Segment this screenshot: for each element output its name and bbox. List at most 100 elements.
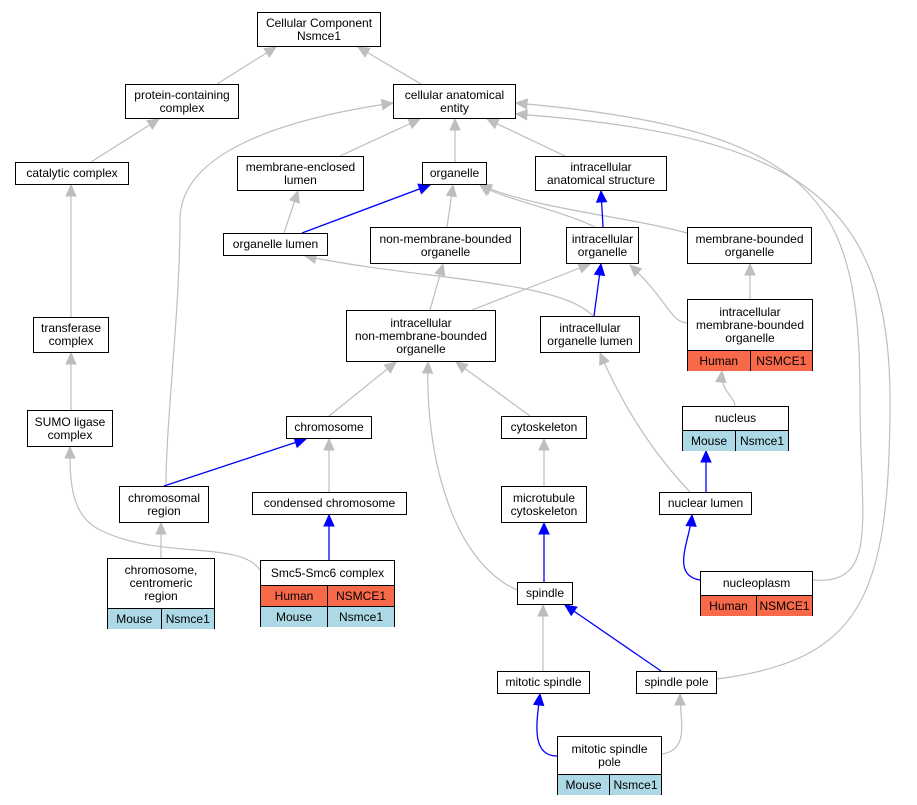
node-condensed-chromosome[interactable]: condensed chromosome: [252, 492, 407, 515]
arrowhead-intracellular_anatomical_structure-to-cellular_anatomical_entity: [485, 118, 500, 130]
edge-catalytic_complex-to-protein_containing_complex: [90, 118, 160, 163]
edge-nuclear_lumen-to-intracellular_organelle_lumen: [599, 352, 691, 493]
gene-cell: NSMCE1: [756, 596, 812, 616]
node-label: non-membrane-bounded organelle: [379, 231, 512, 259]
node-catalytic-complex[interactable]: catalytic complex: [15, 162, 129, 185]
arrowhead-mitotic_spindle_pole-to-mitotic_spindle: [532, 692, 545, 707]
arrowhead-nuclear_lumen-to-intracellular_organelle_lumen: [599, 351, 610, 366]
node-label: spindle: [525, 586, 565, 600]
edge-protein_containing_complex-to-cellular_component: [216, 46, 277, 85]
node-intracellular-anatomical-structure[interactable]: intracellular anatomical structure: [535, 156, 667, 191]
species-row-mouse: Mouse Nsmce1: [683, 430, 788, 451]
edge-smc5_smc6_complex-to-sumo_ligase_complex: [69, 446, 261, 571]
node-cellular-anatomical-entity[interactable]: cellular anatomical entity: [393, 84, 516, 119]
arrowhead-nuclear_lumen-to-nucleus: [700, 449, 712, 463]
edge-membrane_bounded_organelle-to-organelle: [479, 184, 688, 234]
species-cell: Mouse: [116, 612, 153, 626]
gene-cell: NSMCE1: [327, 586, 394, 606]
node-organelle-lumen[interactable]: organelle lumen: [223, 233, 328, 256]
node-spindle-pole[interactable]: spindle pole: [636, 671, 717, 694]
node-membrane-enclosed-lumen[interactable]: membrane-enclosed lumen: [237, 156, 364, 191]
arrowhead-nucleoplasm-to-cellular_anatomical_entity: [514, 98, 528, 110]
arrowhead-intracellular_mb_organelle-to-membrane_bounded_organelle: [744, 262, 756, 276]
edge-chromosome-to-intracellular_nmb_organelle: [328, 361, 397, 417]
arrowhead-nucleus-to-intracellular_mb_organelle: [715, 369, 727, 383]
node-label: chromosome, centromeric region: [124, 563, 198, 603]
node-label: Smc5-Smc6 complex: [270, 565, 385, 580]
edge-organelle_lumen-to-organelle: [301, 184, 431, 234]
node-label: mitotic spindle pole: [571, 741, 648, 769]
node-chromosome[interactable]: chromosome: [286, 416, 372, 439]
node-label: spindle pole: [644, 675, 709, 689]
node-label: intracellular anatomical structure: [546, 159, 656, 187]
node-label: intracellular non-membrane-bounded organ…: [354, 315, 488, 356]
edge-nucleoplasm-to-cellular_anatomical_entity: [515, 102, 864, 581]
node-nuclear-lumen[interactable]: nuclear lumen: [659, 492, 752, 515]
arrowhead-intracellular_organelle_lumen-to-intracellular_organelle: [593, 262, 606, 277]
species-row-mouse: Mouse Nsmce1: [558, 774, 661, 795]
arrowhead-smc5_smc6_complex-to-sumo_ligase_complex: [64, 445, 76, 459]
node-protein-containing-complex[interactable]: protein-containing complex: [125, 84, 239, 119]
node-sumo-ligase-complex[interactable]: SUMO ligase complex: [27, 410, 113, 447]
arrowhead-intracellular_organelle-to-intracellular_anatomical_structure: [595, 189, 608, 203]
edge-spindle_pole-to-spindle: [564, 604, 662, 672]
node-label: organelle: [429, 166, 480, 180]
edge-intracellular_nmb_organelle-to-intracellular_organelle: [471, 263, 591, 311]
arrowhead-protein_containing_complex-to-cellular_component: [263, 46, 278, 59]
arrowhead-spindle_pole-to-spindle: [564, 604, 578, 617]
arrowhead-spindle_pole-to-cellular_anatomical_entity: [514, 109, 528, 121]
arrowhead-cytoskeleton-to-intracellular_nmb_organelle: [455, 361, 469, 374]
arrowhead-organelle-to-cellular_anatomical_entity: [449, 117, 461, 131]
node-intracellular-nmb-organelle[interactable]: intracellular non-membrane-bounded organ…: [346, 310, 496, 362]
node-cellular-component[interactable]: Cellular Component Nsmce1: [257, 12, 381, 47]
arrowhead-catalytic_complex-to-protein_containing_complex: [146, 118, 161, 131]
node-spindle[interactable]: spindle: [517, 582, 573, 605]
arrowhead-intracellular_nmb_organelle-to-non_membrane_bounded_organelle: [434, 262, 446, 277]
species-cell: Mouse: [690, 434, 728, 448]
node-cytoskeleton[interactable]: cytoskeleton: [501, 416, 587, 439]
node-mitotic-spindle[interactable]: mitotic spindle: [497, 671, 590, 694]
species-cell: Mouse: [565, 778, 602, 792]
edge-spindle_pole-to-cellular_anatomical_entity: [515, 113, 891, 680]
node-label: Cellular Component Nsmce1: [265, 15, 373, 43]
node-transferase-complex[interactable]: transferase complex: [33, 317, 109, 353]
node-label: catalytic complex: [26, 166, 118, 180]
node-label: transferase complex: [40, 321, 102, 348]
node-label: intracellular organelle lumen: [547, 320, 633, 348]
species-row-mouse: Mouse Nsmce1: [108, 608, 214, 629]
edge-intracellular_mb_organelle-to-intracellular_organelle: [629, 264, 688, 324]
gene-cell: Nsmce1: [735, 431, 788, 451]
arrowhead-organelle_lumen-to-membrane_enclosed_lumen: [288, 189, 300, 204]
arrowhead-spindle-to-intracellular_nmb_organelle: [421, 360, 434, 374]
node-intracellular-organelle[interactable]: intracellular organelle: [566, 227, 639, 264]
node-label: nucleoplasm: [722, 576, 791, 590]
species-cell: Human: [709, 599, 748, 613]
node-label: condensed chromosome: [263, 496, 396, 510]
gene-cell: Nsmce1: [609, 775, 661, 795]
arrowhead-catalytic_complex_from_transferase-to-catalytic_complex: [65, 183, 77, 197]
node-chromosomal-region[interactable]: chromosomal region: [119, 486, 209, 523]
node-microtubule-cytoskeleton[interactable]: microtubule cytoskeleton: [501, 486, 587, 523]
arrowhead-intracellular_nmb_organelle-to-intracellular_organelle: [577, 262, 592, 274]
edge-intracellular_organelle_lumen-to-organelle_lumen: [304, 255, 594, 317]
node-label: intracellular organelle: [571, 231, 634, 259]
arrowhead-non_membrane_bounded_organelle-to-organelle: [445, 183, 458, 198]
node-intracellular-organelle-lumen[interactable]: intracellular organelle lumen: [540, 316, 640, 353]
node-membrane-bounded-organelle[interactable]: membrane-bounded organelle: [687, 227, 812, 264]
arrowhead-spindle-to-microtubule_cytoskeleton: [538, 521, 550, 535]
gene-cell: Nsmce1: [160, 609, 215, 629]
node-intracellular-mb-organelle[interactable]: intracellular membrane-bounded organelle…: [687, 299, 813, 371]
node-non-membrane-bounded-organelle[interactable]: non-membrane-bounded organelle: [370, 227, 521, 264]
node-label: membrane-bounded organelle: [695, 231, 804, 259]
node-label: organelle lumen: [232, 237, 319, 251]
node-label: cellular anatomical entity: [404, 87, 505, 115]
edge-intracellular_anatomical_structure-to-cellular_anatomical_entity: [486, 118, 566, 157]
node-organelle[interactable]: organelle: [422, 162, 487, 185]
